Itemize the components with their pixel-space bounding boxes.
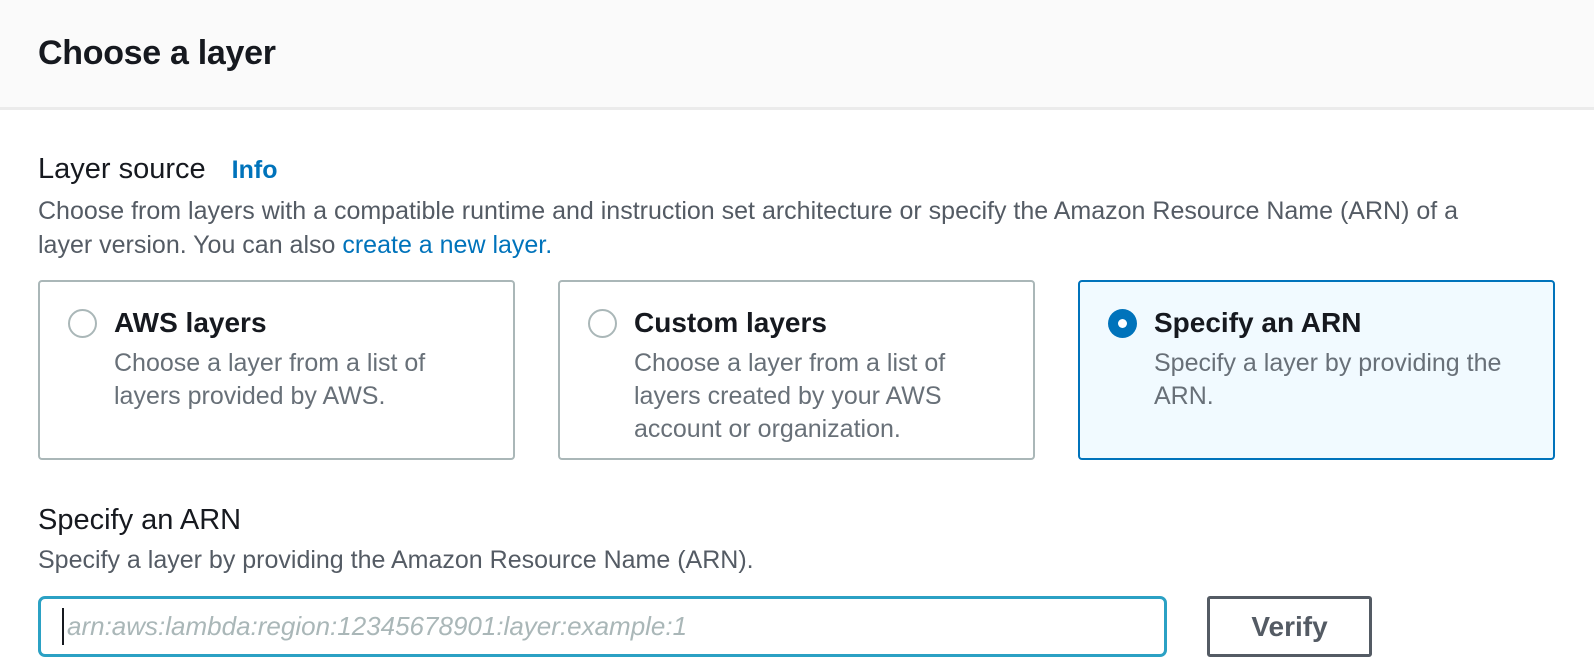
- option-card-specify-arn[interactable]: Specify an ARN Specify a layer by provid…: [1078, 280, 1555, 460]
- option-title: Custom layers: [634, 307, 827, 338]
- info-link[interactable]: Info: [231, 156, 278, 184]
- layer-source-description: Choose from layers with a compatible run…: [38, 194, 1518, 262]
- page-title: Choose a layer: [38, 34, 276, 72]
- text-caret: [62, 608, 64, 645]
- panel-header: Choose a layer: [0, 0, 1594, 110]
- specify-arn-title: Specify an ARN: [38, 504, 242, 536]
- create-new-layer-link[interactable]: create a new layer.: [342, 231, 553, 259]
- layer-source-options: AWS layers Choose a layer from a list of…: [38, 280, 1556, 460]
- option-title: Specify an ARN: [1154, 307, 1362, 338]
- layer-source-description-text: Choose from layers with a compatible run…: [38, 197, 1459, 259]
- radio-icon[interactable]: [588, 309, 617, 338]
- panel-content: Layer source Info Choose from layers wit…: [0, 110, 1594, 657]
- specify-arn-description: Specify a layer by providing the Amazon …: [38, 546, 754, 574]
- arn-input-wrapper: [38, 596, 1167, 657]
- layer-source-label: Layer source: [38, 153, 206, 185]
- radio-icon[interactable]: [68, 309, 97, 338]
- option-title: AWS layers: [114, 307, 267, 338]
- option-description: Choose a layer from a list of layers cre…: [634, 349, 946, 443]
- arn-input[interactable]: [38, 596, 1167, 657]
- option-card-aws-layers[interactable]: AWS layers Choose a layer from a list of…: [38, 280, 515, 460]
- radio-icon[interactable]: [1108, 309, 1137, 338]
- option-card-custom-layers[interactable]: Custom layers Choose a layer from a list…: [558, 280, 1035, 460]
- specify-arn-section: Specify an ARN Specify a layer by provid…: [38, 502, 1556, 657]
- verify-button[interactable]: Verify: [1207, 596, 1372, 657]
- option-description: Choose a layer from a list of layers pro…: [114, 349, 426, 410]
- option-description: Specify a layer by providing the ARN.: [1154, 349, 1502, 410]
